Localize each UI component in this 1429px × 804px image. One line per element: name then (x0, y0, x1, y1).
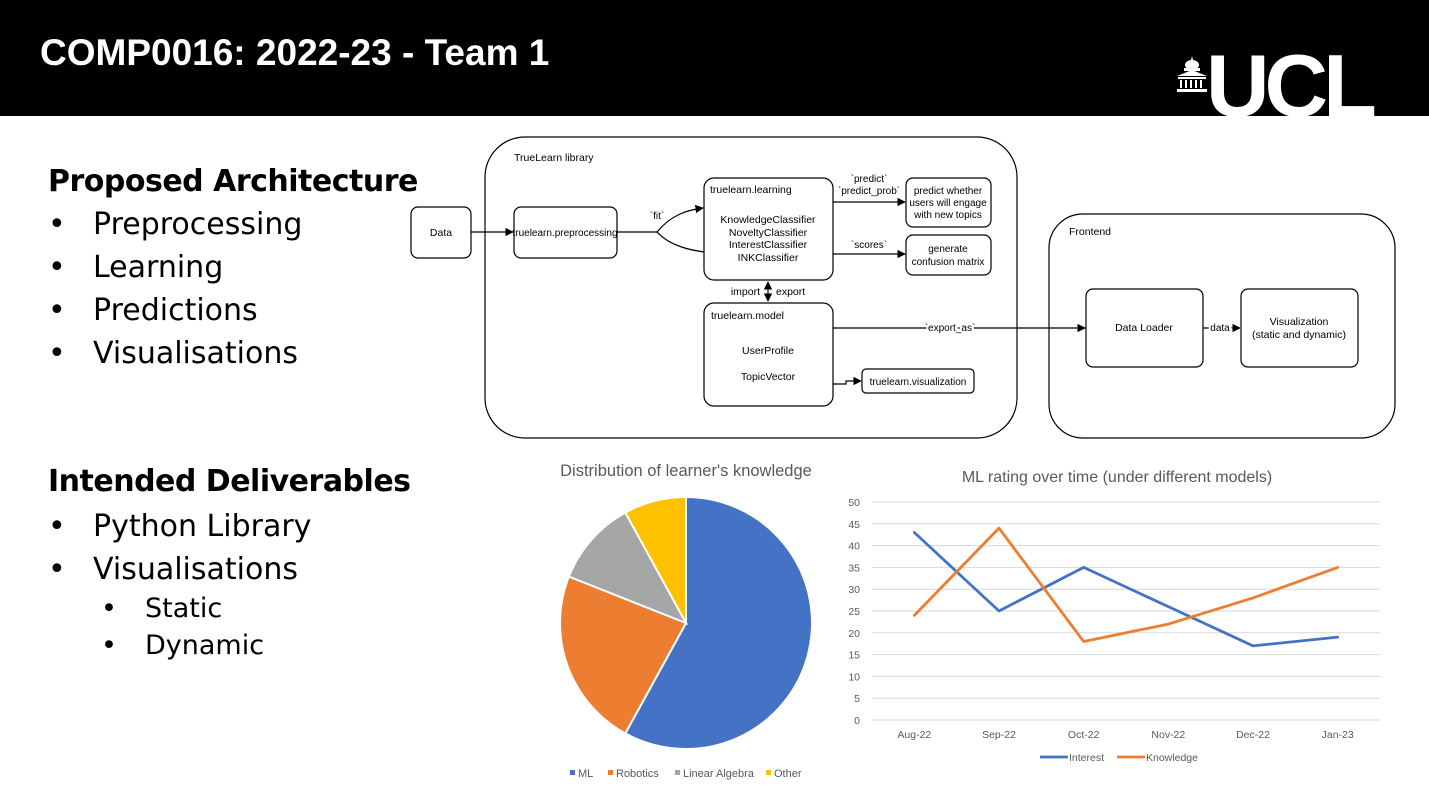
predict-node (905, 177, 992, 228)
list-item: •Python Library (48, 509, 312, 544)
legend-label: Interest (1069, 752, 1104, 764)
x-tick-label: Dec-22 (1236, 729, 1270, 741)
deliverables-list: •Python Library •Visualisations (48, 505, 311, 591)
y-tick-label: 10 (848, 671, 860, 683)
list-item: •Dynamic (101, 630, 265, 661)
list-item: •Preprocessing (48, 207, 303, 242)
pie-slice-linear-algebra (567, 511, 689, 625)
confusion-matrix-node (905, 234, 992, 276)
y-tick-label: 5 (854, 693, 860, 705)
learning-item: InterestClassifier (729, 239, 808, 251)
predict-prob-label: `predict_prob` (838, 185, 900, 197)
confusion-box-line: confusion matrix (912, 257, 985, 268)
visualization-box-line: Visualization (1270, 316, 1329, 328)
edge-fit-return (656, 231, 705, 253)
line-title: ML rating over time (under different mod… (962, 469, 1272, 486)
x-tick-label: Oct-22 (1068, 729, 1100, 741)
edge-visualization-lib (833, 376, 862, 386)
fit-label: `fit` (650, 210, 664, 222)
data-node-label: Data (430, 227, 452, 239)
y-tick-label: 35 (848, 562, 860, 574)
list-item: •Predictions (48, 293, 258, 328)
import-label: import (731, 286, 760, 298)
header-bar: COMP0016: 2022-23 - Team 1 UCL (0, 0, 1429, 130)
pie-slice-ml (623, 495, 813, 750)
legend-label: Robotics (616, 768, 659, 780)
list-item: •Static (101, 593, 223, 624)
ucl-logo-text: UCL (1206, 36, 1377, 135)
y-tick-label: 45 (848, 519, 860, 531)
learning-title: truelearn.learning (710, 184, 792, 196)
predict-label: `predict` (851, 173, 888, 185)
legend-label: Linear Algebra (683, 768, 755, 780)
learning-node (703, 177, 834, 281)
legend-swatch (608, 770, 613, 775)
ucl-logo: UCL (1172, 42, 1402, 130)
visualization-lib-label: truelearn.visualization (870, 377, 967, 388)
ml-rating-line-chart: ML rating over time (under different mod… (848, 469, 1380, 764)
export-as-label: `export_as` (925, 322, 976, 334)
frontend-label: Frontend (1069, 226, 1111, 238)
y-tick-label: 20 (848, 628, 860, 640)
learning-item: KnowledgeClassifier (720, 214, 816, 226)
predict-box-line: with new topics (913, 210, 982, 221)
y-tick-label: 15 (848, 650, 860, 662)
preprocessing-label: truelearn.preprocessing (512, 228, 617, 239)
pie-slice-other (623, 495, 687, 624)
library-label: TrueLearn library (514, 152, 594, 164)
legend-label: Knowledge (1146, 752, 1198, 764)
x-tick-label: Sep-22 (982, 729, 1016, 741)
model-title: truelearn.model (711, 310, 784, 322)
portico-icon (1177, 56, 1207, 92)
x-tick-label: Jan-23 (1322, 729, 1354, 741)
scores-label: `scores` (851, 239, 887, 251)
legend-label: ML (578, 768, 593, 780)
x-tick-label: Aug-22 (897, 729, 931, 741)
architecture-list: •Preprocessing •Learning •Predictions •V… (48, 203, 302, 375)
list-item: •Visualisations (48, 336, 299, 371)
confusion-box-line: generate (928, 244, 968, 255)
list-item: •Visualisations (48, 552, 299, 587)
legend-swatch (766, 770, 771, 775)
edge-fit (656, 204, 704, 233)
pie-slice-robotics (559, 575, 688, 735)
legend-swatch (675, 770, 680, 775)
legend-swatch (570, 770, 575, 775)
visualization-lib-node (861, 368, 975, 394)
data-edge-label: data (1210, 323, 1230, 334)
model-node (703, 302, 834, 407)
knowledge-pie-chart: Distribution of learner's knowledge ML Ro… (559, 462, 813, 780)
learning-item: NoveltyClassifier (729, 227, 808, 239)
deliverables-sublist: •Static •Dynamic (101, 590, 264, 664)
export-label: export (776, 286, 805, 298)
frontend-container (1048, 213, 1396, 439)
series-line-knowledge (912, 526, 1340, 643)
y-tick-label: 50 (848, 497, 860, 509)
predict-box-line: predict whether (914, 186, 983, 197)
list-item: •Learning (48, 250, 224, 285)
architecture-heading: Proposed Architecture (48, 164, 418, 199)
x-tick-label: Nov-22 (1151, 729, 1185, 741)
architecture-diagram: TrueLearn library Frontend Data truelear… (410, 136, 1396, 439)
model-item: TopicVector (741, 371, 796, 383)
y-tick-label: 25 (848, 606, 860, 618)
slide-title: COMP0016: 2022-23 - Team 1 (40, 32, 550, 73)
visualization-node (1240, 288, 1359, 368)
truelearn-library-container (484, 136, 1018, 439)
deliverables-heading: Intended Deliverables (48, 464, 411, 499)
predict-box-line: users will engage (909, 198, 987, 209)
y-tick-label: 40 (848, 541, 860, 553)
y-tick-label: 0 (854, 715, 860, 727)
legend-label: Other (774, 768, 802, 780)
y-tick-label: 30 (848, 584, 860, 596)
pie-title: Distribution of learner's knowledge (560, 462, 812, 480)
model-item: UserProfile (742, 345, 794, 357)
series-line-interest (912, 531, 1340, 648)
learning-item: INKClassifier (738, 252, 799, 264)
visualization-box-line: (static and dynamic) (1252, 329, 1346, 341)
data-loader-label: Data Loader (1115, 322, 1173, 334)
